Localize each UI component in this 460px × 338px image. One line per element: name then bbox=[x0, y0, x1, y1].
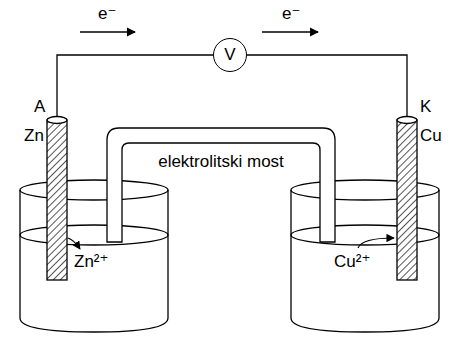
wire bbox=[247, 55, 407, 120]
bridge-label: elektrolitski most bbox=[156, 152, 286, 172]
ion-label: Cu²⁺ bbox=[334, 252, 370, 272]
ion-arrow bbox=[358, 238, 394, 248]
left-beaker bbox=[20, 180, 168, 332]
electron-label: e⁻ bbox=[282, 4, 300, 24]
voltmeter-symbol: V bbox=[224, 45, 235, 65]
wire bbox=[57, 55, 213, 120]
anode-label: A bbox=[34, 97, 45, 117]
voltmeter-circle: V bbox=[213, 38, 247, 72]
copper-electrode bbox=[397, 117, 417, 281]
cathode-label: K bbox=[420, 97, 431, 117]
electron-label: e⁻ bbox=[98, 4, 116, 24]
ion-arrow bbox=[68, 238, 80, 249]
zinc-electrode bbox=[47, 117, 67, 281]
electron-arrow bbox=[80, 31, 135, 32]
electrode-material: Cu bbox=[420, 126, 442, 146]
electron-arrow bbox=[262, 31, 318, 32]
electrode-material: Zn bbox=[24, 126, 44, 146]
ion-label: Zn²⁺ bbox=[74, 252, 108, 272]
salt-bridge bbox=[107, 128, 335, 242]
